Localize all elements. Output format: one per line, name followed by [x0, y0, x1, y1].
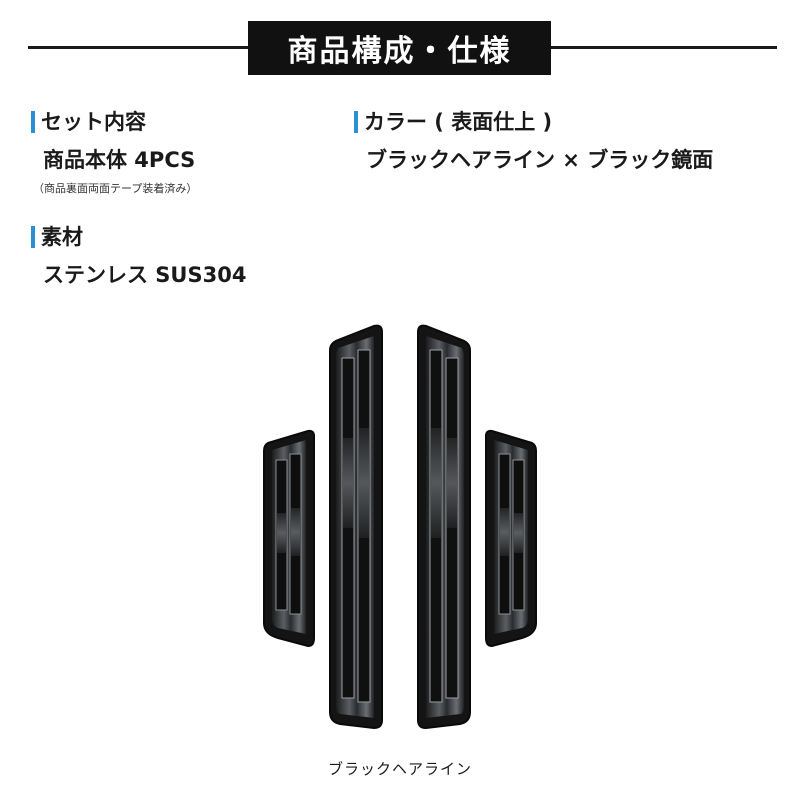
title-rule-right [551, 46, 777, 49]
material-value: ステンレス SUS304 [43, 263, 247, 287]
small-plate-left [263, 429, 315, 648]
color-heading-row: カラー ( 表面仕上 ) [354, 111, 713, 133]
page-title: 商品構成・仕様 [248, 21, 551, 75]
set-contents-value: 商品本体 4PCS [43, 148, 196, 172]
long-plate-left [329, 324, 383, 730]
title-rule-left [28, 46, 248, 49]
set-contents-heading-row: セット内容 [31, 111, 197, 133]
long-plate-right [417, 324, 471, 730]
set-contents-heading: セット内容 [41, 109, 146, 134]
color-heading: カラー ( 表面仕上 ) [364, 109, 553, 134]
material-heading-row: 素材 [31, 226, 246, 248]
accent-bar [31, 226, 35, 248]
color-value: ブラックヘアライン × ブラック鏡面 [366, 148, 714, 172]
accent-bar [31, 111, 35, 133]
set-contents-section: セット内容 商品本体 4PCS （商品裏面両面テープ装着済み） [31, 111, 197, 196]
material-heading: 素材 [41, 224, 83, 249]
small-plate-right [485, 429, 537, 648]
material-section: 素材 ステンレス SUS304 [31, 226, 246, 289]
product-caption: ブラックヘアライン [327, 760, 472, 778]
product-image [263, 324, 537, 730]
accent-bar [354, 111, 358, 133]
color-section: カラー ( 表面仕上 ) ブラックヘアライン × ブラック鏡面 [354, 111, 713, 174]
set-contents-note: （商品裏面両面テープ装着済み） [33, 182, 198, 195]
